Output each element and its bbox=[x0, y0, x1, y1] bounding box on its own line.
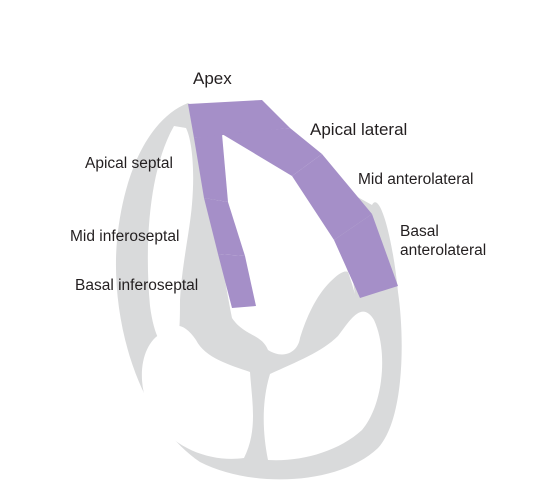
label-basal-anterolateral-line2: anterolateral bbox=[400, 242, 486, 259]
segment-mid-anterolateral bbox=[292, 154, 372, 240]
segment-apical-lateral bbox=[222, 128, 322, 176]
label-apical-lateral: Apical lateral bbox=[310, 120, 407, 139]
label-basal-inferoseptal: Basal inferoseptal bbox=[75, 277, 198, 294]
segment-apex bbox=[188, 100, 290, 138]
segment-basal-inferoseptal bbox=[218, 254, 256, 308]
label-apical-septal: Apical septal bbox=[85, 155, 173, 172]
lv-segments bbox=[188, 100, 398, 308]
label-mid-anterolateral: Mid anterolateral bbox=[358, 171, 473, 188]
left-atrium-cavity bbox=[141, 325, 253, 459]
label-mid-inferoseptal: Mid inferoseptal bbox=[70, 228, 179, 245]
right-ventricle-cavity bbox=[147, 126, 194, 350]
right-atrium-cavity bbox=[263, 311, 383, 461]
label-apex: Apex bbox=[193, 69, 232, 88]
label-basal-anterolateral-line1: Basal bbox=[400, 223, 439, 240]
segment-mid-inferoseptal bbox=[204, 198, 245, 256]
segment-apical-septal bbox=[194, 134, 228, 202]
segment-basal-anterolateral bbox=[334, 214, 398, 298]
